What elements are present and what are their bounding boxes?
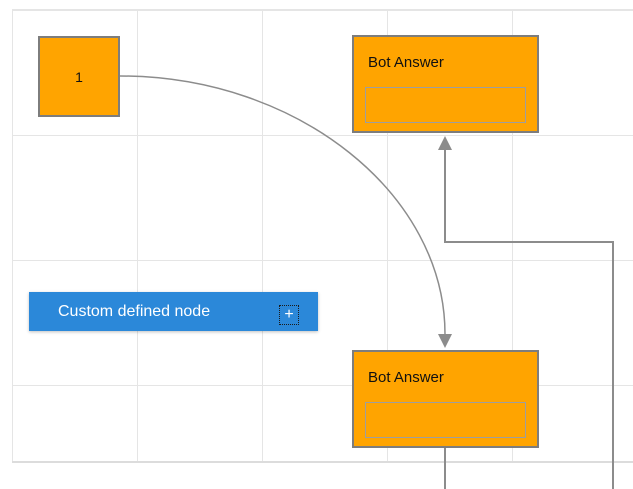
add-port-button[interactable]: + <box>279 305 299 325</box>
custom-node-label: Custom defined node <box>58 303 211 320</box>
arrowhead-up-icon <box>438 136 452 150</box>
bot-answer-title: Bot Answer <box>368 54 444 71</box>
connector-orthogonal[interactable] <box>444 150 614 489</box>
answer-input-box[interactable] <box>365 87 526 123</box>
start-node-label: 1 <box>75 68 83 85</box>
bot-answer-node-bottom[interactable]: Bot Answer <box>352 350 539 448</box>
answer-input-box[interactable] <box>365 402 526 438</box>
custom-defined-node[interactable]: Custom defined node + <box>29 292 318 331</box>
connector-curve[interactable] <box>119 75 446 335</box>
arrowhead-down-icon <box>438 334 452 348</box>
bot-answer-title: Bot Answer <box>368 369 444 386</box>
plus-icon: + <box>284 306 294 323</box>
start-node[interactable]: 1 <box>38 36 120 117</box>
bot-answer-node-top[interactable]: Bot Answer <box>352 35 539 133</box>
